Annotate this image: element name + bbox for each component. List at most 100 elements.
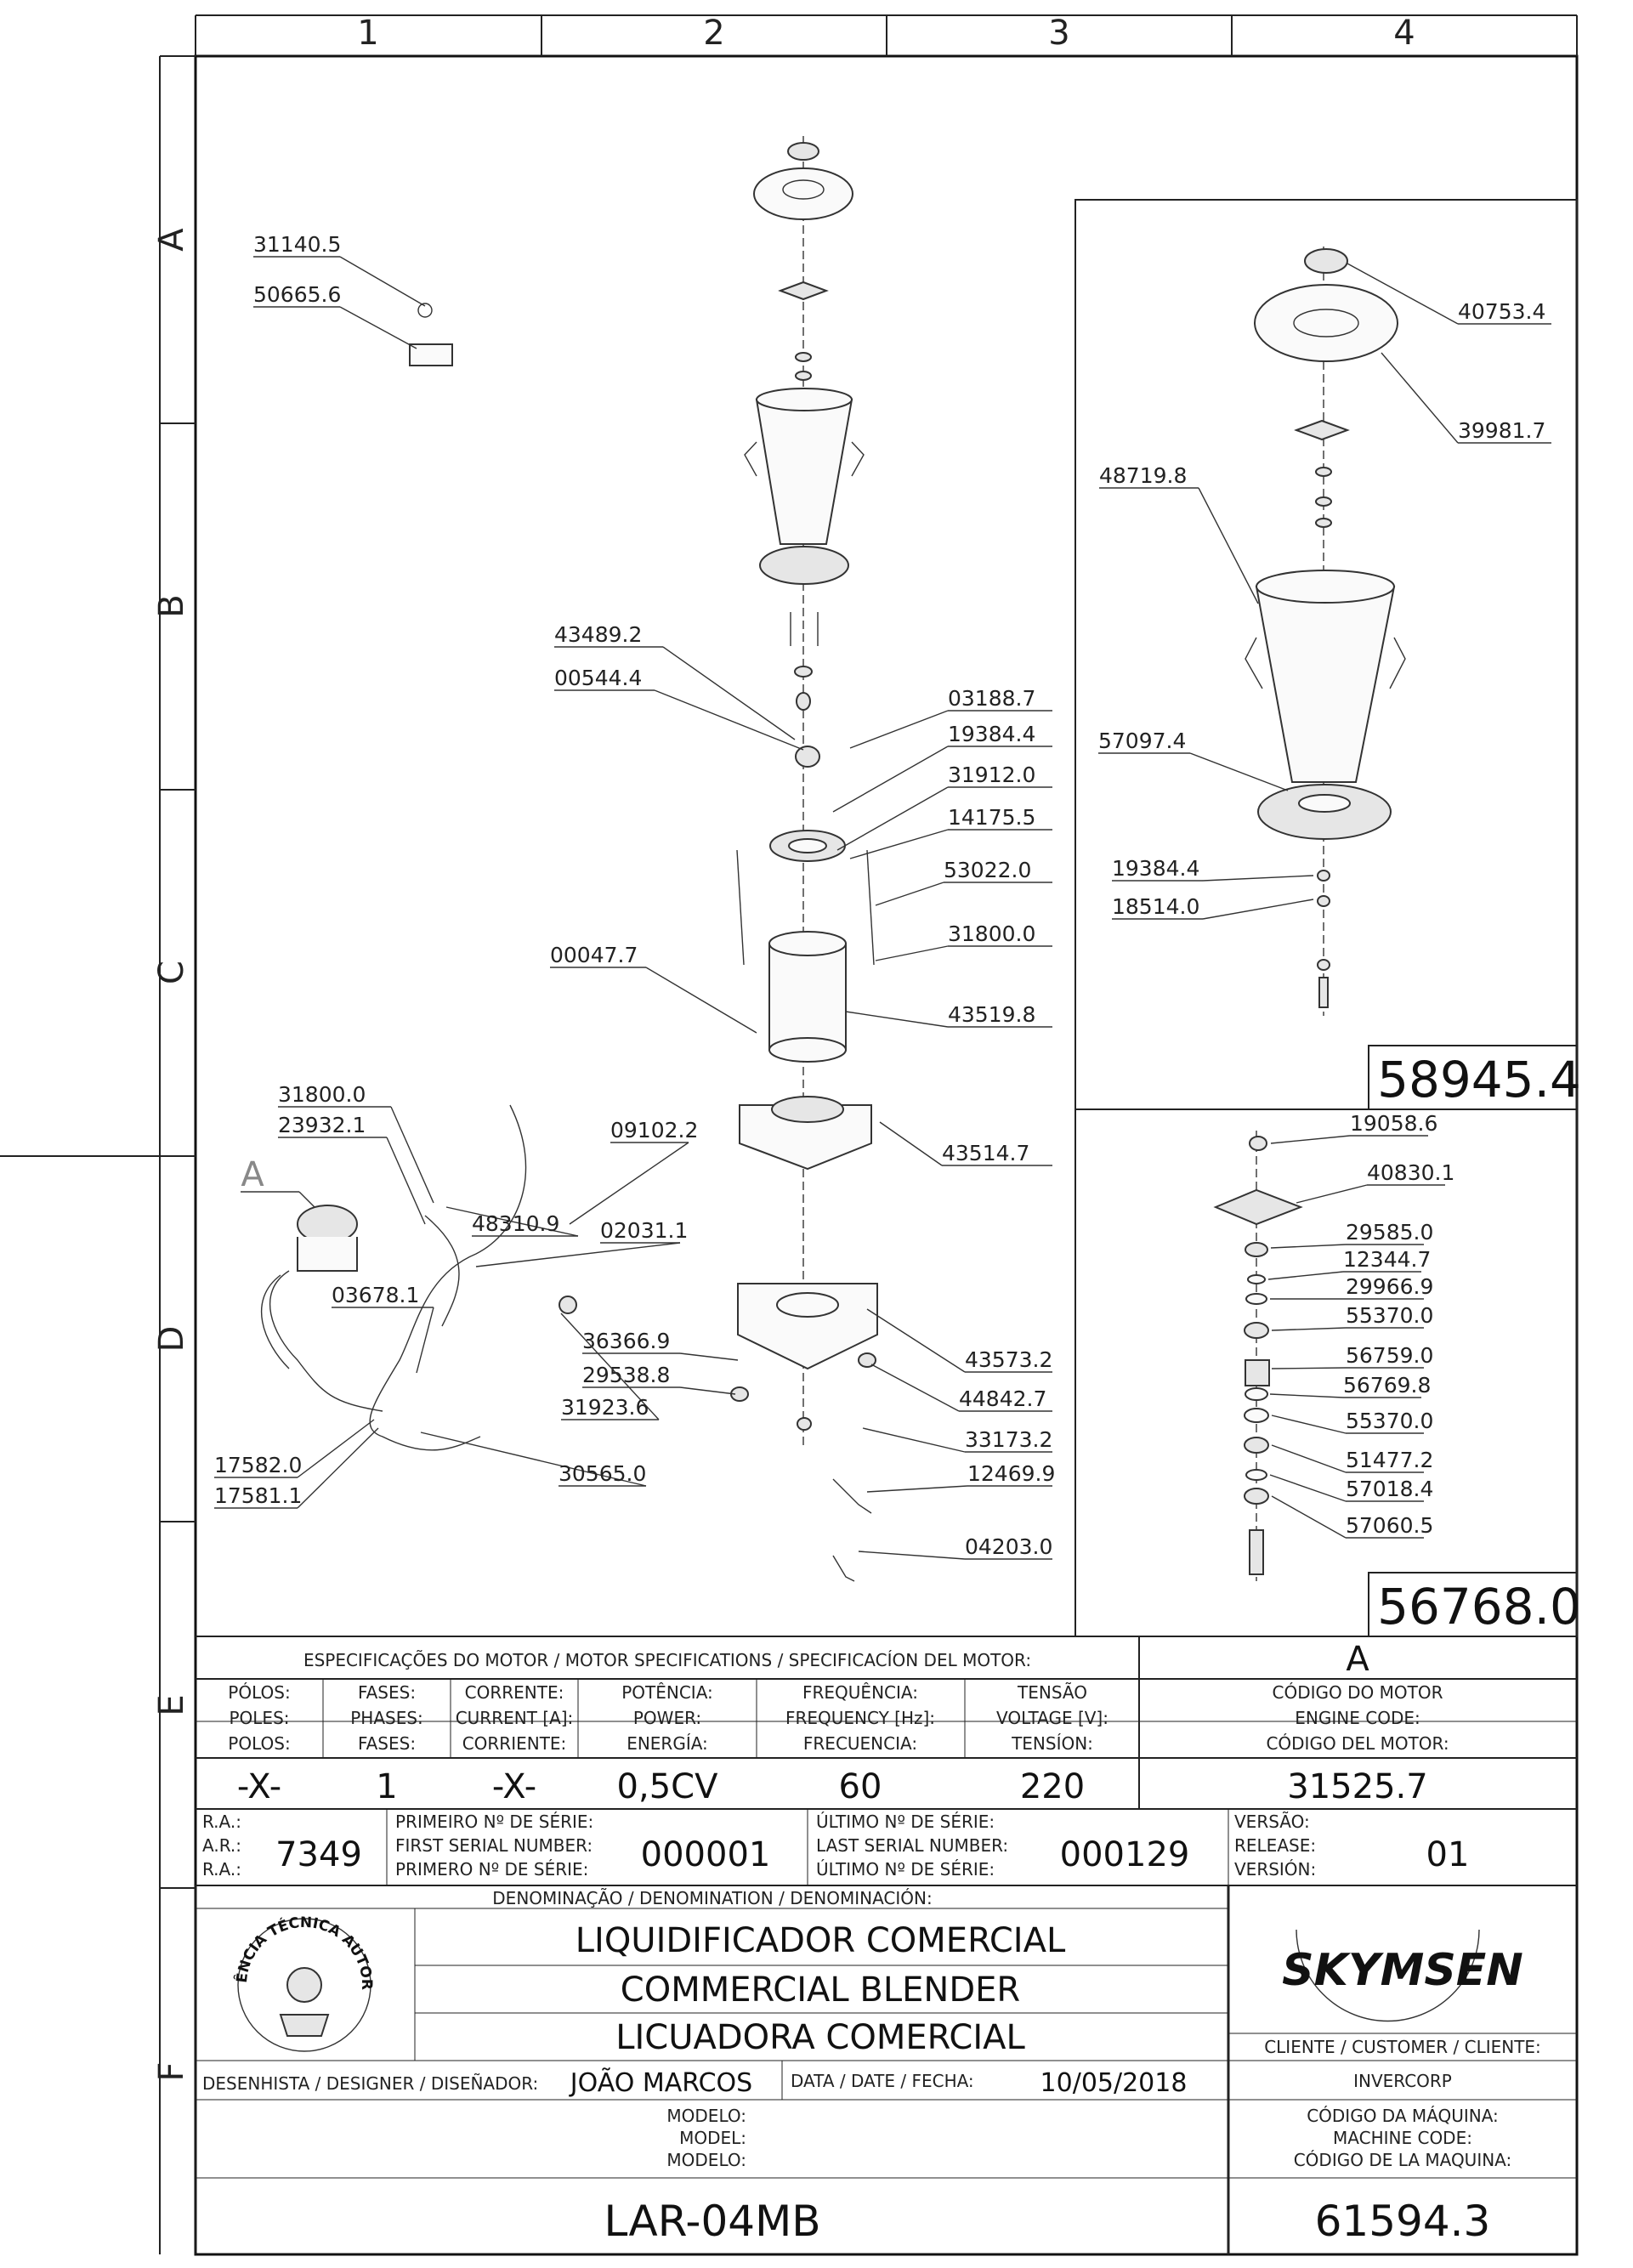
spec-header-voltage-3: TENSÍON: [1011,1733,1093,1754]
part-number-label: 40830.1 [1367,1160,1454,1185]
motor-spec-headers: PÓLOS: POLES: POLOS: FASES: PHASES: FASE… [228,1682,1449,1754]
leader-line [1267,1271,1344,1280]
ra-value: 7349 [275,1835,362,1874]
spec-header-phases-2: PHASES: [350,1708,423,1728]
motor-base-part [737,1283,878,1370]
part-number-label: 56769.8 [1343,1373,1431,1398]
engine-code-header-1: CÓDIGO DO MOTOR [1273,1682,1443,1703]
jar-assembly-code: 58945.4 [1377,1051,1581,1108]
first-serial-label-3: PRIMERO Nº DE SÉRIE: [395,1859,588,1880]
part-number-label: 33173.2 [965,1427,1052,1452]
machine-code-label-2: MACHINE CODE: [1333,2128,1472,2148]
leader-line [679,1386,736,1395]
part-number-label: 48310.9 [472,1211,559,1236]
leader-line [390,1106,434,1204]
part-number-label: 04203.0 [965,1534,1052,1559]
part-number-label: 19384.4 [1112,856,1199,881]
view-a-marker: A [241,1155,264,1194]
leader-line [1269,1474,1347,1502]
name-english: COMMERCIAL BLENDER [621,1970,1020,2010]
motor-spec-values: -X- 1 -X- 0,5CV 60 220 31525.7 [237,1767,1428,1806]
spec-header-voltage-2: VOLTAGE [V]: [996,1708,1109,1728]
part-number-label: 30565.0 [559,1461,646,1486]
leader-line [1271,1444,1347,1473]
leader-line [1189,752,1289,791]
first-serial-label-2: FIRST SERIAL NUMBER: [395,1835,593,1856]
jar-body-part [1255,586,1396,783]
engine-code-value: 31525.7 [1287,1767,1427,1806]
spec-value-phases: 1 [376,1767,397,1806]
jar-blade-part [1294,419,1350,441]
release-label-1: VERSÃO: [1234,1812,1310,1832]
part-number-label: 03678.1 [332,1283,419,1307]
part-number-label: 39981.7 [1458,418,1545,443]
part-number-label: 00544.4 [554,666,642,690]
leader-line [445,1206,579,1237]
coupling-part [795,746,820,768]
spec-header-power-1: POTÊNCIA: [621,1682,713,1703]
leader-line [386,1137,426,1225]
leader-line [420,1432,647,1487]
denomination-label: DENOMINAÇÃO / DENOMINATION / DENOMINACIÓ… [492,1888,932,1908]
leader-line [870,1364,960,1412]
part-number-label: 51477.2 [1346,1448,1433,1472]
part-number-label: 57060.5 [1346,1513,1433,1538]
leader-line [1270,1135,1351,1144]
part-number-label: 17582.0 [214,1453,302,1477]
leader-line [679,1352,739,1361]
part-number-label: 56759.0 [1346,1343,1433,1368]
callout-labels: 31140.550665.643489.200544.403188.719384… [214,232,1551,1560]
leader-line [416,1307,434,1374]
last-serial-label-3: ÚLTIMO Nº DE SÉRIE: [816,1859,995,1880]
designer-value: JOÃO MARCOS [569,2067,752,2098]
jar-part [755,399,853,545]
part-number-label: 36366.9 [582,1329,670,1353]
client-label: CLIENTE / CUSTOMER / CLIENTE: [1264,2037,1541,2057]
spec-header-poles-1: PÓLOS: [228,1682,290,1703]
leader-line [1269,1393,1344,1398]
blade-cross-part [1213,1188,1303,1226]
last-serial-value: 000129 [1060,1835,1190,1874]
last-serial-label-2: LAST SERIAL NUMBER: [816,1835,1008,1856]
leader-line [875,882,944,906]
part-number-label: 09102.2 [610,1118,698,1143]
motor-spec-title: ESPECIFICAÇÕES DO MOTOR / MOTOR SPECIFIC… [303,1650,1031,1670]
leader-line [475,1242,681,1267]
leader-line [1296,1184,1368,1204]
leader-line [1270,1244,1347,1249]
spec-header-frequency-3: FRECUENCIA: [803,1733,917,1754]
client-value: INVERCORP [1353,2071,1452,2091]
engine-code-header-3: CÓDIGO DEL MOTOR: [1266,1733,1449,1754]
date-label: DATA / DATE / FECHA: [791,2071,974,2091]
designer-label: DESENHISTA / DESIGNER / DISEÑADOR: [202,2073,538,2094]
spec-header-frequency-2: FREQUENCY [Hz]: [785,1708,935,1728]
zone-row-c: C [152,961,191,984]
leader-line [654,689,804,751]
brand-logo-text: SKYMSEN [1282,1945,1523,1996]
ra-label-3: R.A.: [202,1859,241,1880]
leader-line [297,1419,375,1478]
part-number-label: 31923.6 [561,1395,649,1420]
leader-line [645,967,757,1034]
part-number-label: 12469.9 [967,1461,1055,1486]
jar-base-part [759,546,849,585]
leader-line [1202,875,1314,882]
zone-row-a: A [152,228,191,252]
wire-harness-part [369,1104,527,1451]
zone-row-f: F [152,2061,191,2081]
zone-row-d: D [152,1326,191,1352]
zone-col-2: 2 [703,14,724,53]
leader-line [862,1427,966,1453]
leader-line [1271,1327,1347,1331]
part-number-label: 55370.0 [1346,1303,1433,1328]
part-number-label: 53022.0 [944,858,1031,882]
part-number-label: 31140.5 [253,232,341,257]
spec-value-current: -X- [492,1767,536,1806]
part-number-label: 29966.9 [1346,1274,1433,1299]
leader-line [845,1011,949,1028]
leader-line [866,1308,966,1373]
part-number-label: 19058.6 [1350,1111,1437,1136]
spec-value-voltage: 220 [1020,1767,1085,1806]
part-number-label: 43519.8 [948,1002,1035,1027]
main-exploded-view [369,136,878,1582]
